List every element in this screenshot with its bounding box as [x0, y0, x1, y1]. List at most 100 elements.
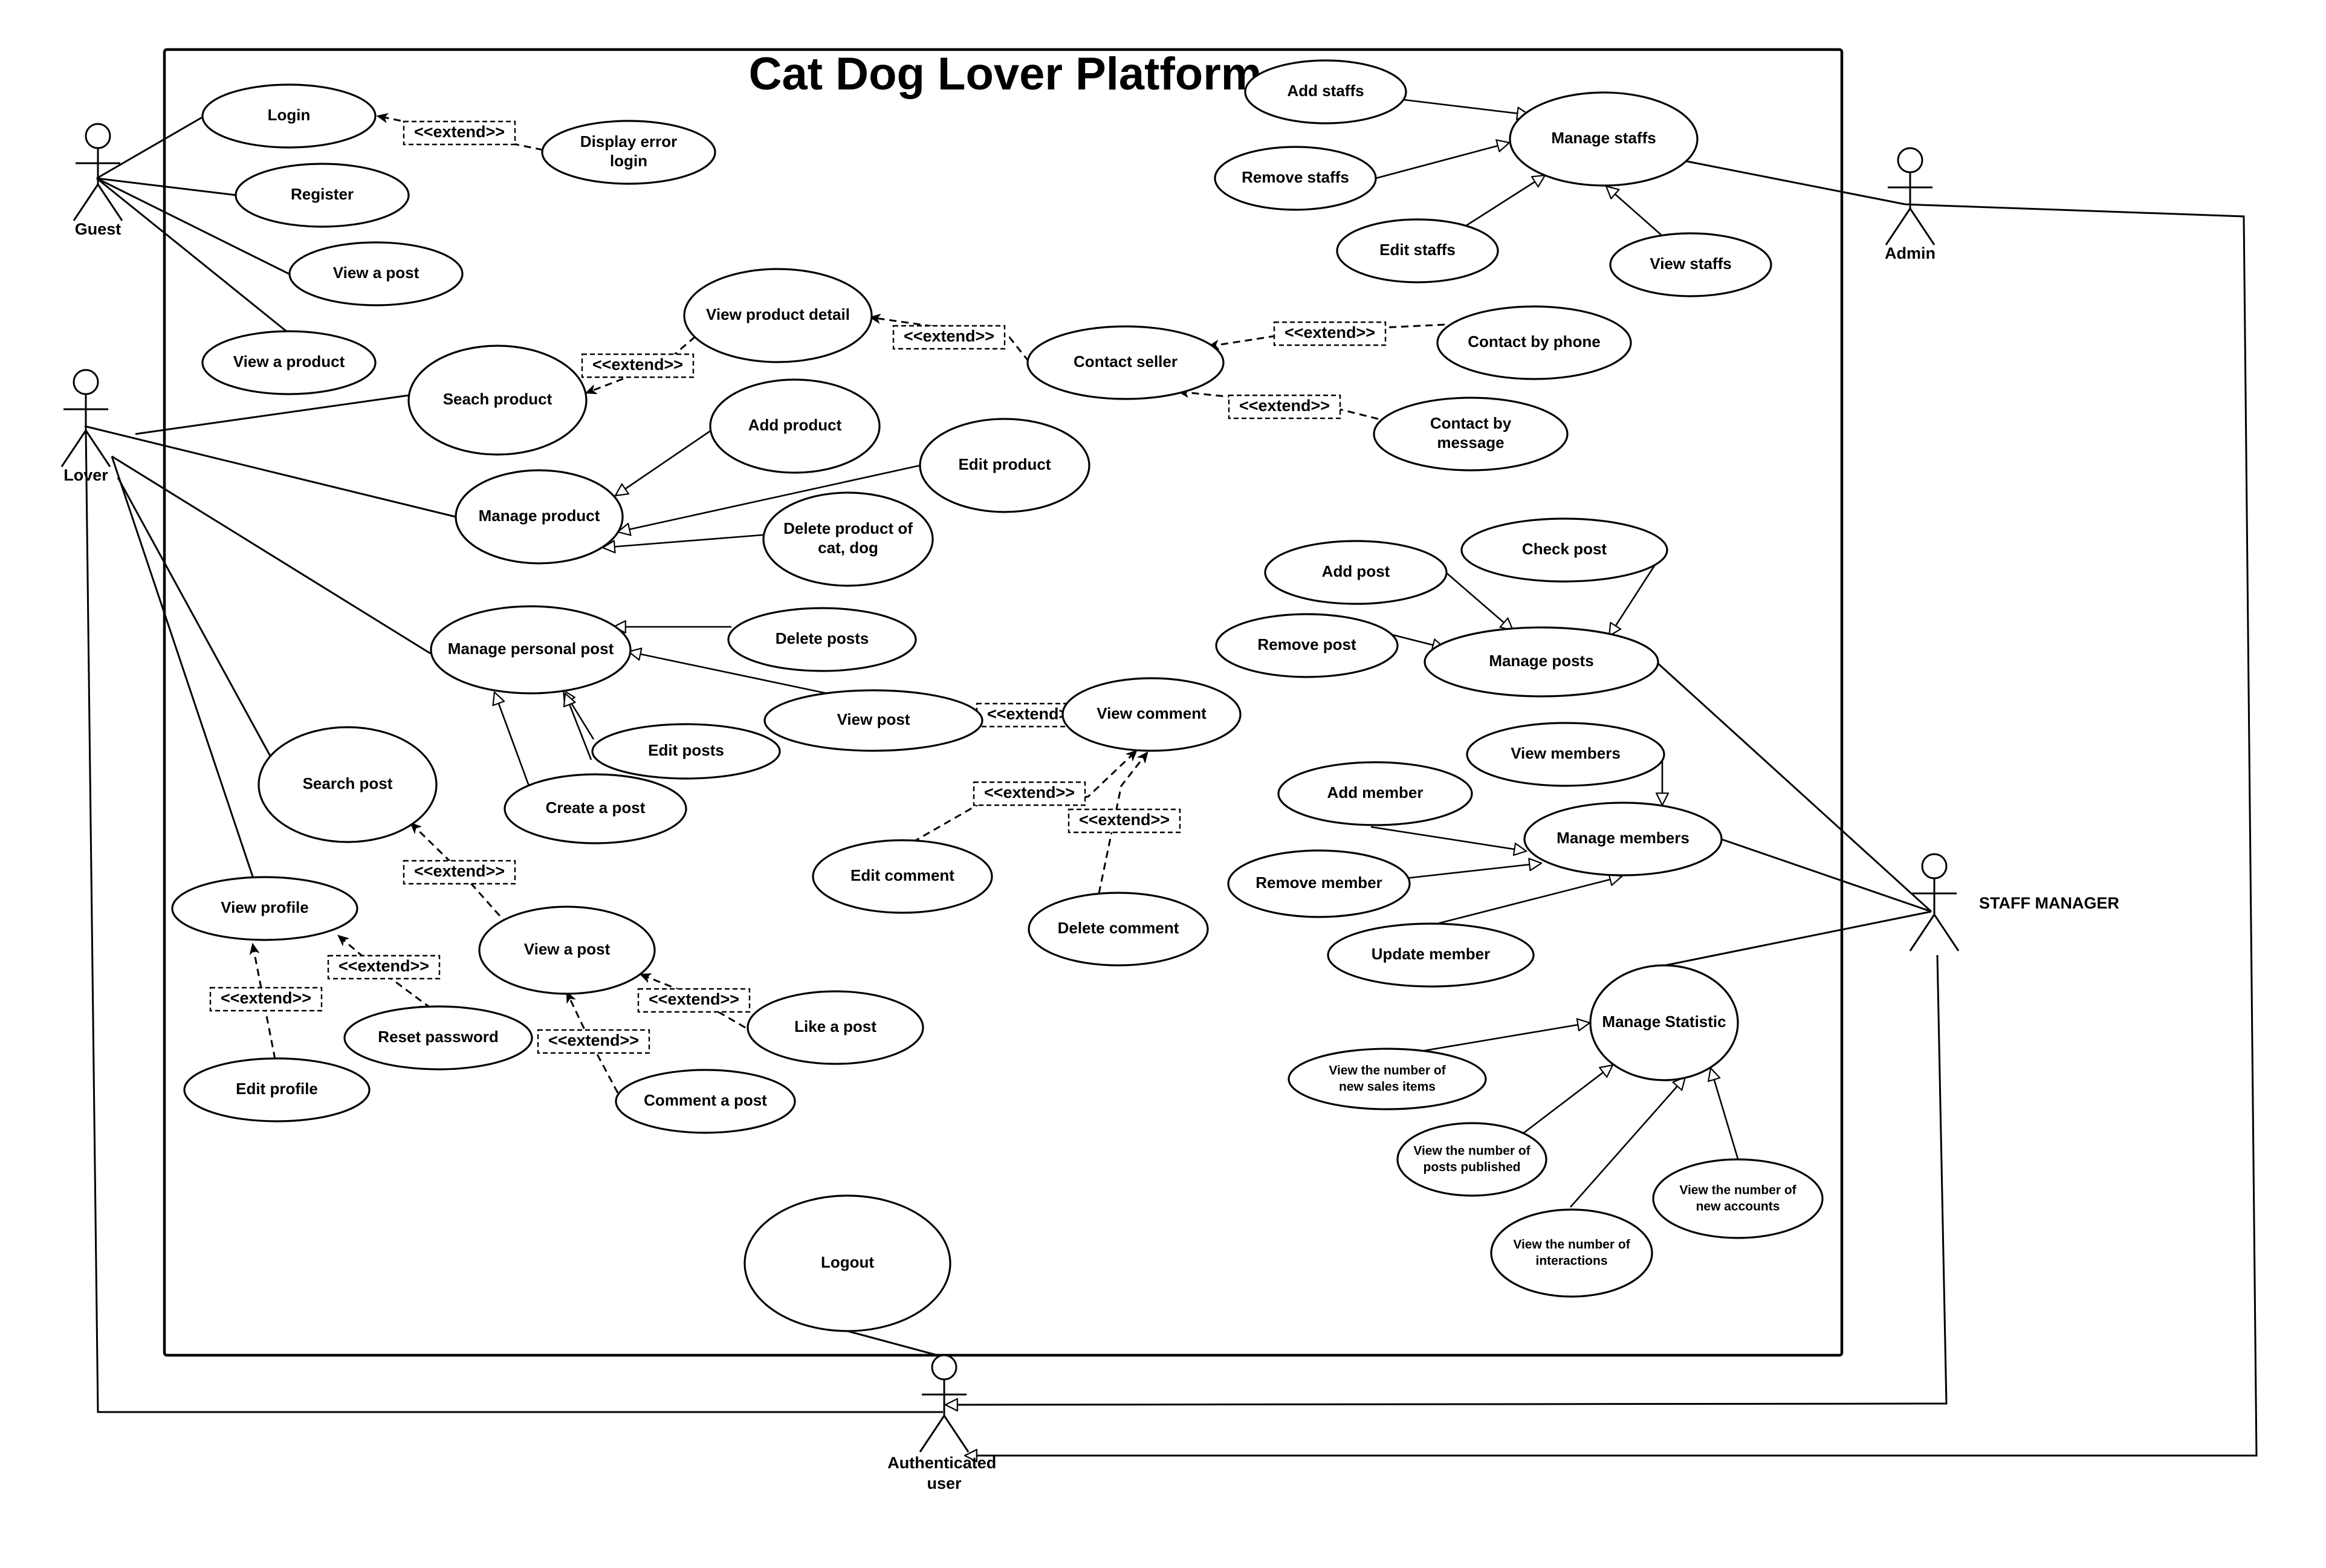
use-case-view-post[interactable]: View post — [763, 689, 983, 752]
svg-text:View members: View members — [1511, 744, 1621, 762]
use-case-contact-seller[interactable]: Contact seller — [1026, 325, 1225, 400]
extend-label: <<extend>> — [209, 986, 323, 1012]
system-boundary — [163, 48, 1844, 1357]
use-case-view-a-product[interactable]: View a product — [201, 330, 377, 395]
extend-label: <<extend>> — [403, 860, 516, 885]
use-case-delete-posts[interactable]: Delete posts — [727, 607, 917, 672]
svg-text:<<extend>>: <<extend>> — [592, 355, 683, 374]
extend-label: <<extend>> — [327, 954, 441, 980]
use-case-label: Search post — [303, 774, 393, 792]
use-case-label: Manage product — [479, 507, 600, 525]
actor-label: Authenticated user — [887, 1454, 1001, 1492]
use-case-label: Register — [291, 185, 354, 203]
actor-admin[interactable]: Admin — [1885, 147, 1936, 262]
use-case-label: cat, dog — [818, 539, 878, 557]
use-case-comment-a-post[interactable]: Comment a post — [615, 1069, 796, 1134]
use-case-view-a-post-guest[interactable]: View a post — [288, 241, 464, 306]
use-case-logout[interactable]: Logout — [743, 1194, 951, 1332]
use-case-contact-by-phone[interactable]: Contact by phone — [1436, 305, 1632, 380]
use-case-label: Edit posts — [648, 741, 724, 759]
use-case-like-a-post[interactable]: Like a post — [747, 990, 924, 1065]
use-case-create-a-post[interactable]: Create a post — [504, 773, 687, 844]
use-case-label: Update member — [1372, 945, 1491, 963]
use-case-edit-profile[interactable]: Edit profile — [183, 1057, 371, 1123]
actor-lover[interactable]: Lover — [60, 369, 111, 484]
use-case-delete-comment[interactable]: Delete comment — [1028, 892, 1209, 967]
use-case-manage-personal-post[interactable]: Manage personal post — [430, 605, 632, 695]
svg-text:View a post: View a post — [524, 940, 611, 958]
use-case-add-post[interactable]: Add post — [1264, 540, 1448, 605]
use-case-view-profile[interactable]: View profile — [171, 876, 358, 941]
svg-text:Contact by phone: Contact by phone — [1468, 332, 1601, 351]
use-case-edit-posts[interactable]: Edit posts — [591, 723, 781, 780]
use-case-edit-product[interactable]: Edit product — [919, 418, 1090, 513]
use-case-label: Delete product of — [783, 519, 913, 537]
use-case-manage-statistic[interactable]: Manage Statistic — [1589, 964, 1739, 1081]
svg-text:Add post: Add post — [1322, 562, 1390, 580]
use-case-label: Edit product — [958, 455, 1051, 473]
svg-text:Manage personal post: Manage personal post — [448, 640, 614, 658]
use-case-view-a-post[interactable]: View a post — [478, 905, 656, 995]
diagram-title: Cat Dog Lover Platform — [749, 48, 1262, 100]
use-case-manage-posts[interactable]: Manage posts — [1424, 626, 1659, 698]
actor-authenticated-user[interactable]: Authenticated user — [887, 1354, 1001, 1492]
use-case-remove-member[interactable]: Remove member — [1227, 849, 1411, 918]
use-case-remove-staffs[interactable]: Remove staffs — [1214, 146, 1377, 211]
use-case-view-product-detail[interactable]: View product detail — [683, 268, 873, 363]
use-case-add-member[interactable]: Add member — [1277, 761, 1473, 826]
use-case-label: Add post — [1322, 562, 1390, 580]
use-case-view-members[interactable]: View members — [1466, 722, 1665, 787]
extend-label: <<extend>> — [403, 120, 516, 146]
svg-text:View profile: View profile — [221, 898, 308, 916]
use-case-edit-comment[interactable]: Edit comment — [812, 839, 993, 914]
svg-text:<<extend>>: <<extend>> — [1239, 397, 1330, 415]
use-case-edit-staffs[interactable]: Edit staffs — [1336, 218, 1499, 283]
use-case-reset-password[interactable]: Reset password — [343, 1005, 533, 1071]
extend-label: <<extend>> — [1273, 321, 1387, 346]
use-case-label: posts published — [1423, 1160, 1520, 1174]
use-case-login[interactable]: Login — [201, 83, 377, 149]
svg-text:Manage members: Manage members — [1557, 829, 1689, 847]
svg-text:Contact seller: Contact seller — [1074, 352, 1178, 371]
use-case-add-product[interactable]: Add product — [709, 378, 881, 474]
use-case-label: Add staffs — [1287, 82, 1364, 100]
use-case-label: Contact by — [1430, 414, 1512, 432]
use-case-label: Manage Statistic — [1602, 1012, 1726, 1031]
use-case-manage-members[interactable]: Manage members — [1523, 802, 1723, 876]
use-case-register[interactable]: Register — [235, 163, 410, 228]
use-case-label: Check post — [1522, 540, 1607, 558]
actor-guest[interactable]: Guest — [73, 123, 123, 238]
actor-label: Guest — [75, 220, 121, 238]
use-case-delete-product[interactable]: Delete product of cat, dog — [762, 491, 934, 587]
use-case-label: Remove post — [1257, 635, 1356, 653]
use-case-check-post[interactable]: Check post — [1460, 517, 1668, 583]
use-case-view-staffs[interactable]: View staffs — [1609, 232, 1772, 297]
extend-label: <<extend>> — [1067, 808, 1181, 834]
use-case-manage-staffs[interactable]: Manage staffs — [1509, 91, 1699, 187]
extend-label: <<extend>> — [973, 781, 1086, 806]
use-case-search-post[interactable]: Search post — [258, 726, 438, 843]
use-case-label: Remove staffs — [1242, 168, 1349, 186]
use-case-add-staffs[interactable]: Add staffs — [1244, 59, 1407, 125]
extend-label: <<extend>> — [892, 325, 1006, 350]
use-case-view-comment[interactable]: View comment — [1061, 677, 1242, 752]
use-case-label: View the number of — [1513, 1237, 1630, 1251]
svg-text:<<extend>>: <<extend>> — [1079, 811, 1170, 829]
extend-label: <<extend>> — [1228, 394, 1341, 420]
use-case-update-member[interactable]: Update member — [1327, 922, 1535, 988]
use-case-label: Edit profile — [236, 1080, 318, 1098]
use-case-label: new sales items — [1339, 1080, 1436, 1093]
use-case-remove-post[interactable]: Remove post — [1215, 613, 1399, 678]
svg-text:Add member: Add member — [1327, 783, 1424, 802]
actor-staff-manager[interactable]: STAFF MANAGER — [1909, 853, 2119, 951]
use-case-manage-product[interactable]: Manage product — [455, 469, 624, 565]
use-case-search-product[interactable]: Seach product — [407, 345, 588, 456]
use-case-label: View a post — [333, 264, 420, 282]
